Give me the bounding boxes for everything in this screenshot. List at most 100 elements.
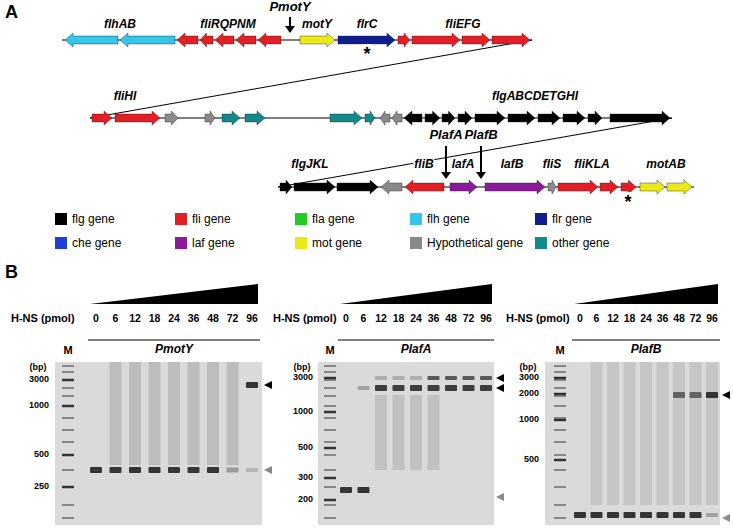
gene-arrow (365, 111, 375, 125)
ladder-band (554, 417, 566, 419)
lane-amount: 24 (409, 312, 423, 324)
ladder-band (554, 365, 566, 367)
shifted-band-marker (722, 391, 730, 399)
gel-band (393, 376, 405, 380)
size-marker: 3000 (292, 372, 314, 382)
gel-band (149, 467, 161, 473)
legend-swatch (535, 213, 547, 225)
ladder-band (554, 469, 566, 471)
gel-smear (673, 362, 685, 505)
lane-amount: 96 (705, 312, 719, 324)
gene-arrow (588, 111, 602, 125)
gene-label: motAB (645, 158, 686, 172)
ladder-band (554, 405, 566, 407)
gene-label: flgABCDETGHI (491, 90, 579, 104)
promoter-label: PlafA (428, 128, 463, 143)
ladder-band (554, 395, 566, 397)
lane-amount: 72 (226, 312, 240, 324)
size-marker: 3000 (518, 372, 540, 382)
gel-smear (690, 362, 702, 505)
ladder-band (62, 486, 74, 489)
gel-band (624, 512, 636, 518)
lane-amount: 12 (606, 312, 620, 324)
gene-arrow (475, 111, 505, 125)
lane-amount: 36 (427, 312, 441, 324)
gel-smear (657, 362, 669, 505)
gene-arrow (563, 111, 585, 125)
gene-arrow (381, 180, 402, 194)
legend-swatch (295, 237, 307, 249)
ladder-band (62, 405, 74, 407)
size-marker: 500 (297, 442, 314, 452)
ladder-band (554, 387, 566, 389)
gel-band (428, 385, 440, 391)
panel-letter: A (4, 2, 19, 23)
ladder-band (62, 454, 74, 456)
gel-band (168, 467, 180, 473)
concentration-wedge (90, 284, 258, 304)
axis-label: H-NS (pmol) (10, 312, 76, 325)
gene-arrow (330, 111, 362, 125)
gene-arrow (462, 33, 490, 47)
gel-band (445, 376, 457, 380)
ladder-band (324, 377, 336, 380)
shifted-band-marker (496, 384, 504, 392)
lane-amount: 18 (392, 312, 406, 324)
gel-band (246, 468, 258, 472)
ladder-band (324, 447, 336, 450)
gene-arrow (177, 33, 198, 47)
lane-amount: 12 (374, 312, 388, 324)
marker-lane-label: M (554, 344, 565, 357)
lane-amount: 24 (167, 312, 181, 324)
size-marker: 500 (33, 449, 50, 459)
gel-band (246, 382, 258, 388)
size-marker: 3000 (28, 374, 50, 384)
probe-label: PlafB (630, 343, 663, 357)
gene-arrow (600, 180, 618, 194)
ladder-band (62, 441, 74, 443)
lane-amount: 18 (623, 312, 637, 324)
ladder-band (554, 371, 566, 373)
gel-smear (168, 362, 180, 465)
gel-smear (640, 362, 652, 505)
size-marker: 300 (297, 472, 314, 482)
size-marker: 500 (523, 454, 540, 464)
gene-label: fliS (542, 158, 563, 172)
ladder-band (62, 365, 74, 367)
gel-smear (591, 362, 603, 505)
gel-band (393, 385, 405, 391)
lane-amount: 36 (656, 312, 670, 324)
ladder-band (324, 454, 336, 456)
ladder-band (554, 429, 566, 431)
gene-arrow (485, 180, 545, 194)
gene-label: fliHI (113, 90, 138, 104)
gene-arrow (222, 111, 240, 125)
gel-band (690, 392, 702, 398)
ladder-band (62, 387, 74, 389)
free-dna-marker (722, 514, 730, 522)
lane-bracket-line (572, 340, 720, 341)
ladder-band (554, 454, 566, 456)
gene-arrow (92, 111, 112, 125)
lane-amount: 96 (245, 312, 259, 324)
gene-arrow (65, 33, 118, 47)
ladder-band (554, 441, 566, 443)
legend-entry: laf gene (175, 236, 235, 250)
gel-band (607, 512, 619, 518)
size-marker: 1000 (292, 406, 314, 416)
ladder-band (62, 379, 74, 382)
gene-arrow (120, 33, 175, 47)
gene-arrow (508, 111, 535, 125)
lane-bracket-line (88, 340, 260, 341)
gel-band (463, 376, 475, 380)
gel-band (706, 392, 718, 398)
gene-arrow (215, 33, 234, 47)
size-marker: 2000 (518, 388, 540, 398)
shifted-band-marker (264, 381, 272, 389)
lane-amount: 6 (593, 312, 601, 324)
panel-letter: B (4, 262, 19, 283)
gene-label: motY (301, 18, 333, 32)
lane-amount: 48 (672, 312, 686, 324)
asterisk-mark: * (623, 192, 632, 213)
